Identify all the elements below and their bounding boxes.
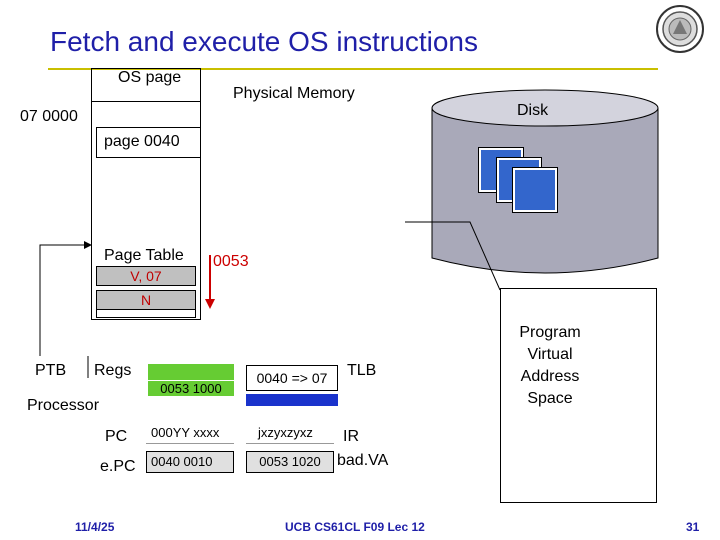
address-label: 07 0000 [20, 108, 78, 125]
disk-page-3 [512, 167, 558, 213]
os-page-label: OS page [118, 69, 182, 86]
title-underline [48, 68, 658, 70]
disk-label: Disk [517, 102, 549, 119]
pvas-line-3: Address [520, 368, 580, 385]
red-arrow-icon [205, 255, 215, 309]
pvas-line-2: Virtual [527, 346, 573, 363]
page-table-row-2: N [96, 290, 196, 310]
regs-value: 0053 1000 [148, 381, 234, 396]
os-page-boundary [92, 101, 200, 102]
footer-date: 11/4/25 [75, 520, 115, 534]
page-0040-label: page 0040 [104, 133, 180, 150]
tlb-label: TLB [347, 362, 377, 379]
page-table-label: Page Table [104, 247, 184, 264]
program-virtual-address-space-box [500, 288, 657, 503]
pc-label: PC [105, 428, 128, 445]
program-virtual-address-space-label: Program Virtual Address Space [508, 322, 592, 410]
badva-value: 0053 1020 [246, 451, 334, 473]
pc-underline [146, 443, 234, 444]
tlb-blue-bar [246, 394, 338, 406]
physical-memory-column [91, 68, 201, 320]
regs-register-bar [148, 364, 234, 380]
regs-label: Regs [94, 362, 132, 379]
processor-label: Processor [27, 397, 100, 414]
ir-value: jxzyxzyxz [258, 425, 313, 440]
tlb-entry: 0040 => 07 [246, 365, 338, 391]
ptb-label: PTB [35, 362, 67, 379]
pvas-line-4: Space [527, 390, 573, 407]
ir-label: IR [343, 428, 359, 445]
footer-course: UCB CS61CL F09 Lec 12 [285, 520, 425, 534]
badva-label: bad.VA [337, 452, 389, 469]
page-0053-label: 0053 [213, 253, 249, 270]
university-seal-icon [656, 5, 704, 53]
epc-label: e.PC [100, 458, 136, 475]
page-table-row-1: V, 07 [96, 266, 196, 286]
pvas-line-1: Program [519, 324, 581, 341]
footer-page-number: 31 [686, 520, 700, 534]
epc-value: 0040 0010 [146, 451, 234, 473]
pc-value: 000YY xxxx [151, 425, 220, 440]
slide-title: Fetch and execute OS instructions [50, 26, 478, 57]
ir-underline [246, 443, 334, 444]
physical-memory-label: Physical Memory [233, 85, 355, 102]
page-0040-box [96, 127, 201, 158]
page-table-bottom [96, 310, 196, 318]
